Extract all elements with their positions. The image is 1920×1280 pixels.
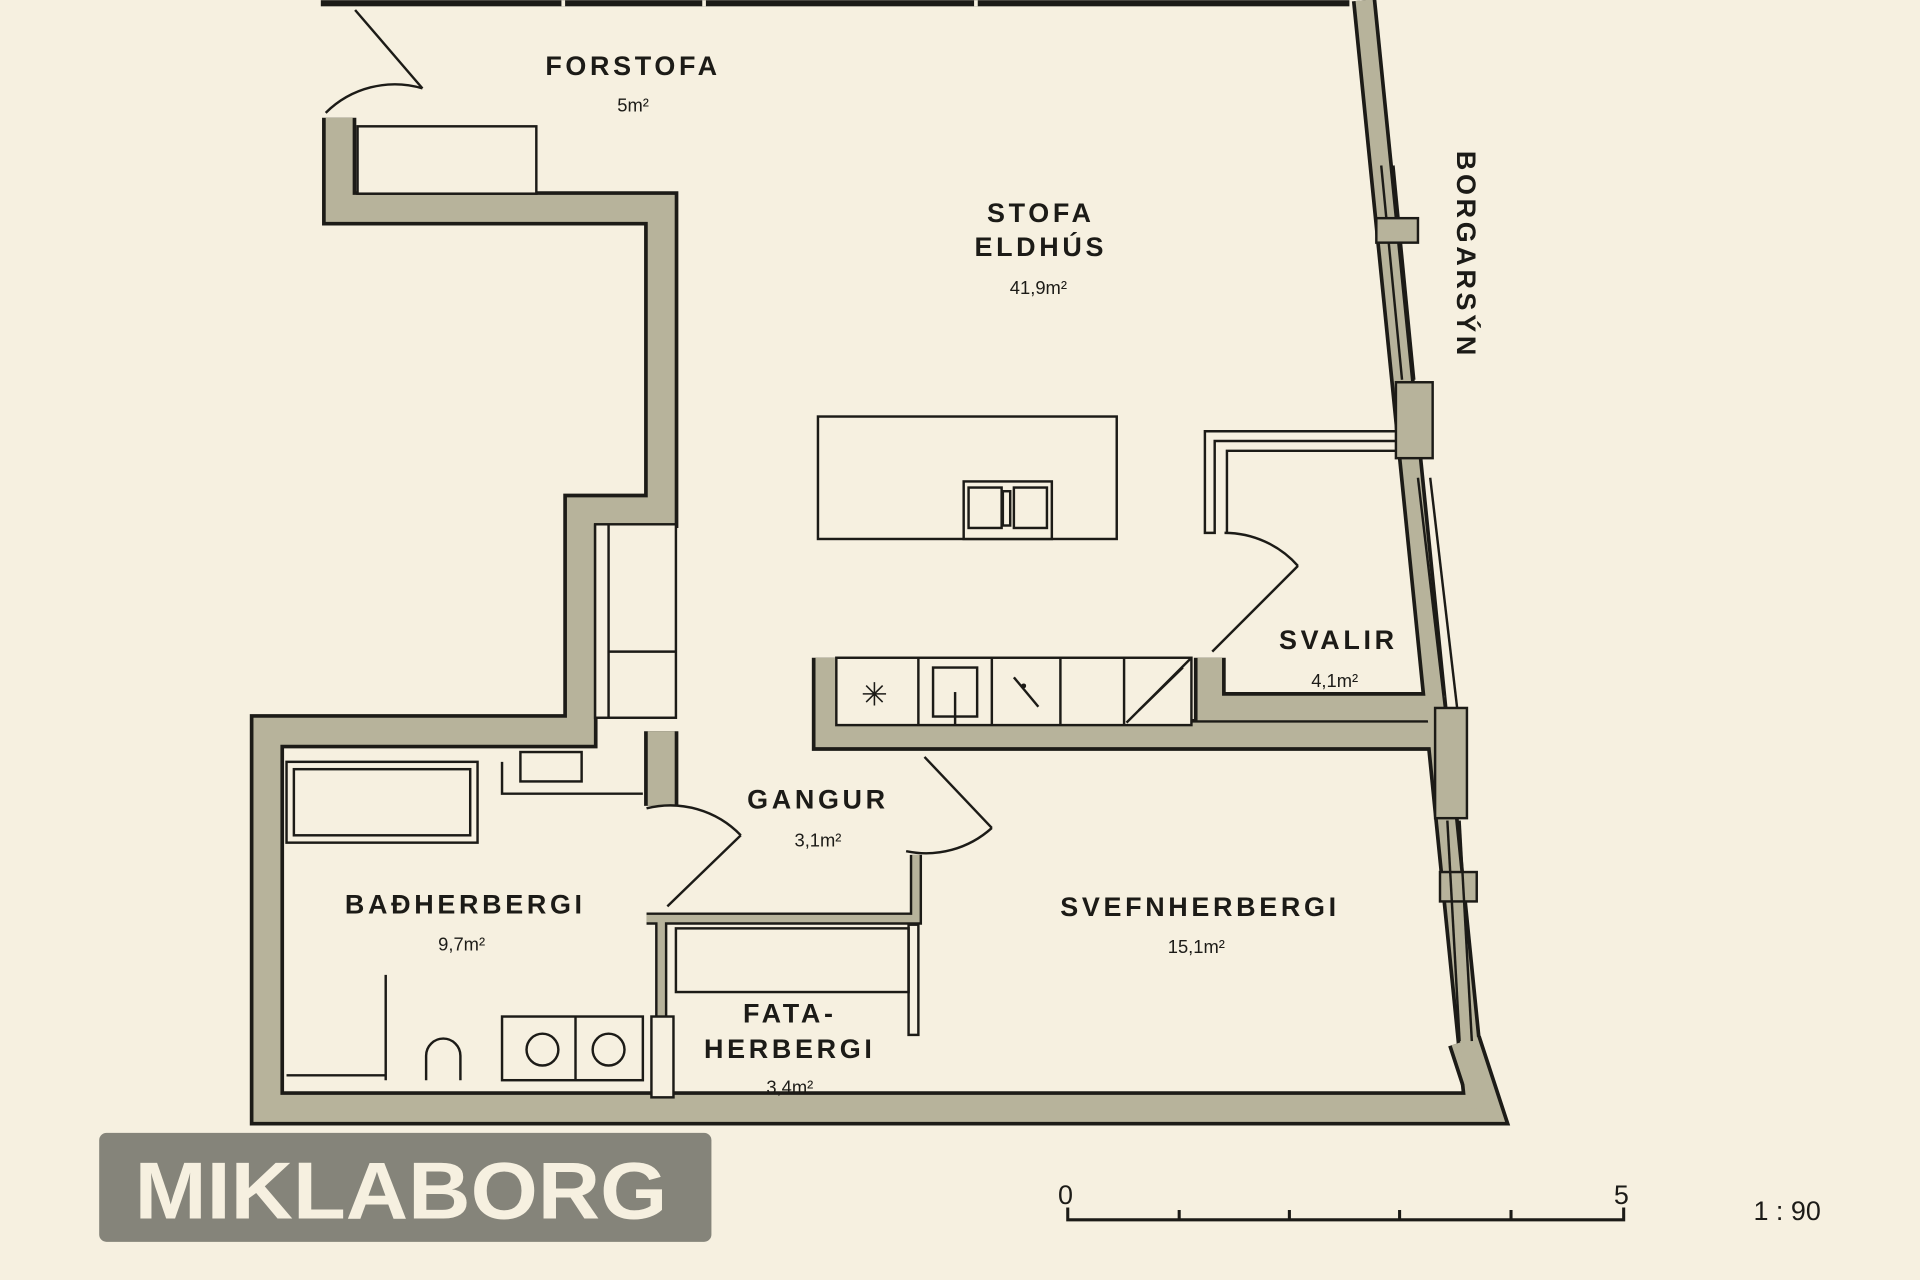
scale-end: 5 (1614, 1180, 1629, 1210)
top-wall (320, 0, 1350, 7)
wardrobe (593, 523, 678, 719)
scale-start: 0 (1058, 1180, 1073, 1210)
walls (249, 0, 1511, 1126)
room-label-fata: FATA- (743, 999, 837, 1029)
room-label-svalir: SVALIR (1279, 625, 1398, 655)
svg-text:MIKLABORG: MIKLABORG (135, 1147, 668, 1237)
street-label: BORGARSÝN (1451, 151, 1482, 359)
bathroom-fixtures (285, 750, 742, 1082)
room-area-fataherbergi: 3,4m² (766, 1077, 813, 1098)
room-label-eldhus: ELDHÚS (974, 231, 1107, 262)
room-area-svefnherbergi: 15,1m² (1168, 936, 1225, 957)
scale-ratio: 1 : 90 (1753, 1196, 1820, 1226)
scale-bar: 0 5 1 : 90 (1058, 1180, 1821, 1226)
room-area-badherbergi: 9,7m² (438, 933, 485, 954)
kitchen-island (816, 415, 1118, 541)
balcony-rail (1203, 429, 1396, 653)
room-label-gangur: GANGUR (747, 784, 889, 814)
entrance-door (324, 9, 538, 195)
windows (1375, 165, 1478, 1042)
fan-icon: ✳ (861, 678, 888, 713)
bedroom-door (650, 756, 993, 1099)
room-area-stofa: 41,9m² (1010, 277, 1067, 298)
room-label-badherbergi: BAÐHERBERGI (345, 890, 586, 920)
room-label-herbergi: HERBERGI (704, 1034, 876, 1064)
miklaborg-logo: MIKLABORG (99, 1132, 712, 1242)
room-area-forstofa: 5m² (617, 95, 649, 116)
room-label-forstofa: FORSTOFA (545, 51, 720, 81)
room-label-stofa: STOFA (987, 198, 1095, 228)
room-area-gangur: 3,1m² (794, 829, 841, 850)
toilet-icon (424, 1037, 462, 1081)
room-label-svefnherbergi: SVEFNHERBERGI (1060, 892, 1340, 922)
kitchen-counter: ✳ (835, 656, 1193, 727)
room-area-svalir: 4,1m² (1311, 670, 1358, 691)
